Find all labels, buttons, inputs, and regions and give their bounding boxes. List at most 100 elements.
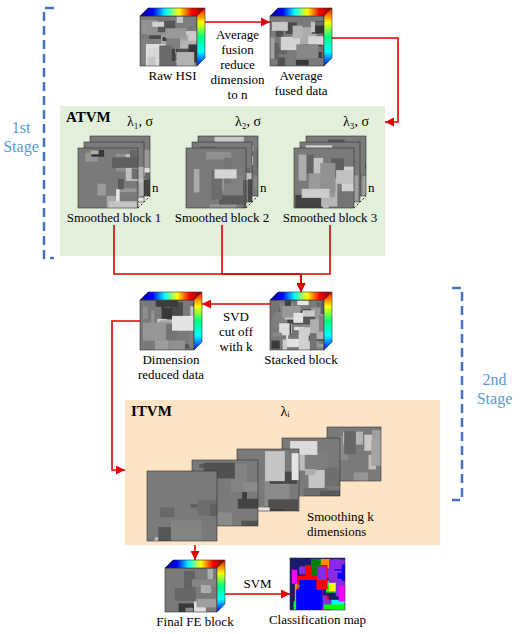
image-patch — [169, 340, 184, 350]
image-patch — [271, 341, 279, 349]
smoothed-block-node: Smoothed block 2 — [186, 136, 258, 225]
image-patch — [292, 453, 299, 480]
image-cube-node: Raw HSI — [140, 8, 205, 83]
stage-bracket — [452, 288, 462, 500]
image-ground — [140, 300, 194, 350]
image-patch — [156, 300, 178, 306]
image-face — [270, 300, 324, 350]
image-patch — [321, 301, 324, 314]
image-patch — [275, 43, 279, 59]
image-frame — [165, 568, 217, 612]
image-ground — [270, 16, 324, 66]
image-patch — [243, 482, 258, 491]
cube-side — [324, 8, 332, 66]
flow-arrow — [205, 21, 270, 23]
image-frame — [294, 148, 354, 208]
cube-side — [197, 8, 205, 66]
smoothing-stack-node: Smoothing k dimensions — [147, 426, 432, 541]
image-cube-node: Dimension reduced data — [140, 292, 202, 382]
node-caption: Raw HSI — [148, 68, 196, 83]
image-patch — [210, 204, 237, 208]
dimension-label: n — [368, 180, 375, 195]
image-patch — [238, 499, 258, 509]
image-patch — [109, 201, 137, 208]
edge-label: SVM — [243, 576, 271, 591]
stage-label: 1st Stage — [0, 118, 42, 156]
image-patch — [177, 16, 183, 23]
image-frame — [270, 300, 324, 350]
node-picture — [147, 426, 432, 541]
image-patch — [159, 45, 172, 66]
depth-line — [246, 196, 258, 208]
image-patch — [217, 512, 232, 526]
parameter-label: λᵢ — [280, 404, 289, 419]
image-patch — [241, 521, 258, 526]
flow-arrow — [225, 593, 290, 595]
image-patch — [302, 189, 330, 198]
node-picture — [186, 136, 258, 208]
image-patch — [265, 451, 285, 481]
image-ground — [270, 300, 324, 350]
flow-arrow — [202, 303, 270, 305]
node-caption: Final FE block — [156, 614, 233, 629]
image-patch — [208, 568, 213, 579]
node-caption: Smoothed block 3 — [283, 210, 378, 225]
image-patch — [311, 22, 315, 33]
node-picture — [140, 8, 205, 66]
node-picture — [294, 136, 366, 208]
image-patch — [148, 57, 156, 66]
image-patch — [320, 163, 335, 192]
image-patch — [336, 170, 354, 184]
image-ground — [165, 568, 217, 612]
node-caption: Classification map — [269, 612, 366, 627]
cube-top — [270, 292, 332, 300]
image-face — [165, 568, 217, 612]
image-patch — [179, 603, 195, 612]
image-patch — [308, 36, 324, 44]
stage-bracket — [44, 8, 54, 258]
image-patch — [324, 467, 340, 486]
smoothed-block-node: Smoothed block 1 — [78, 136, 150, 225]
depth-line — [138, 196, 150, 208]
node-caption: Average fused data — [270, 68, 332, 98]
image-ground — [78, 148, 138, 208]
edge-label: SVD cut off with k — [215, 309, 257, 354]
image-patch — [176, 52, 194, 66]
image-patch — [297, 300, 308, 305]
image-face — [140, 16, 197, 66]
image-ground — [294, 148, 354, 208]
image-patch — [201, 585, 211, 593]
image-patch — [185, 608, 193, 612]
image-patch — [272, 22, 288, 31]
cube-side — [194, 292, 202, 350]
image-patch — [198, 500, 217, 515]
image-patch — [205, 588, 212, 591]
node-caption: Dimension reduced data — [135, 352, 207, 382]
smoothed-block-node: Smoothed block 3 — [294, 136, 366, 225]
image-patch — [248, 179, 252, 202]
node-note: Smoothing k dimensions — [307, 509, 432, 539]
image-frame — [270, 16, 324, 66]
image-patch — [316, 347, 324, 350]
image-patch — [344, 431, 356, 454]
image-patch — [172, 316, 194, 331]
image-patch — [171, 520, 202, 541]
image-frame — [78, 148, 138, 208]
image-patch — [293, 26, 303, 39]
image-layer — [78, 148, 138, 208]
image-patch — [160, 507, 174, 517]
image-patch — [118, 179, 124, 189]
image-patch — [317, 566, 326, 579]
image-patch — [112, 157, 138, 168]
image-patch — [314, 22, 324, 26]
flow-arrow — [194, 545, 196, 560]
image-patch — [278, 57, 285, 66]
node-picture — [165, 560, 225, 612]
image-frame — [290, 558, 345, 610]
image-patch — [296, 44, 318, 58]
parameter-label: λ₃, σ — [343, 114, 369, 129]
image-patch — [165, 28, 186, 38]
image-patch — [210, 504, 217, 516]
image-patch — [270, 38, 274, 59]
